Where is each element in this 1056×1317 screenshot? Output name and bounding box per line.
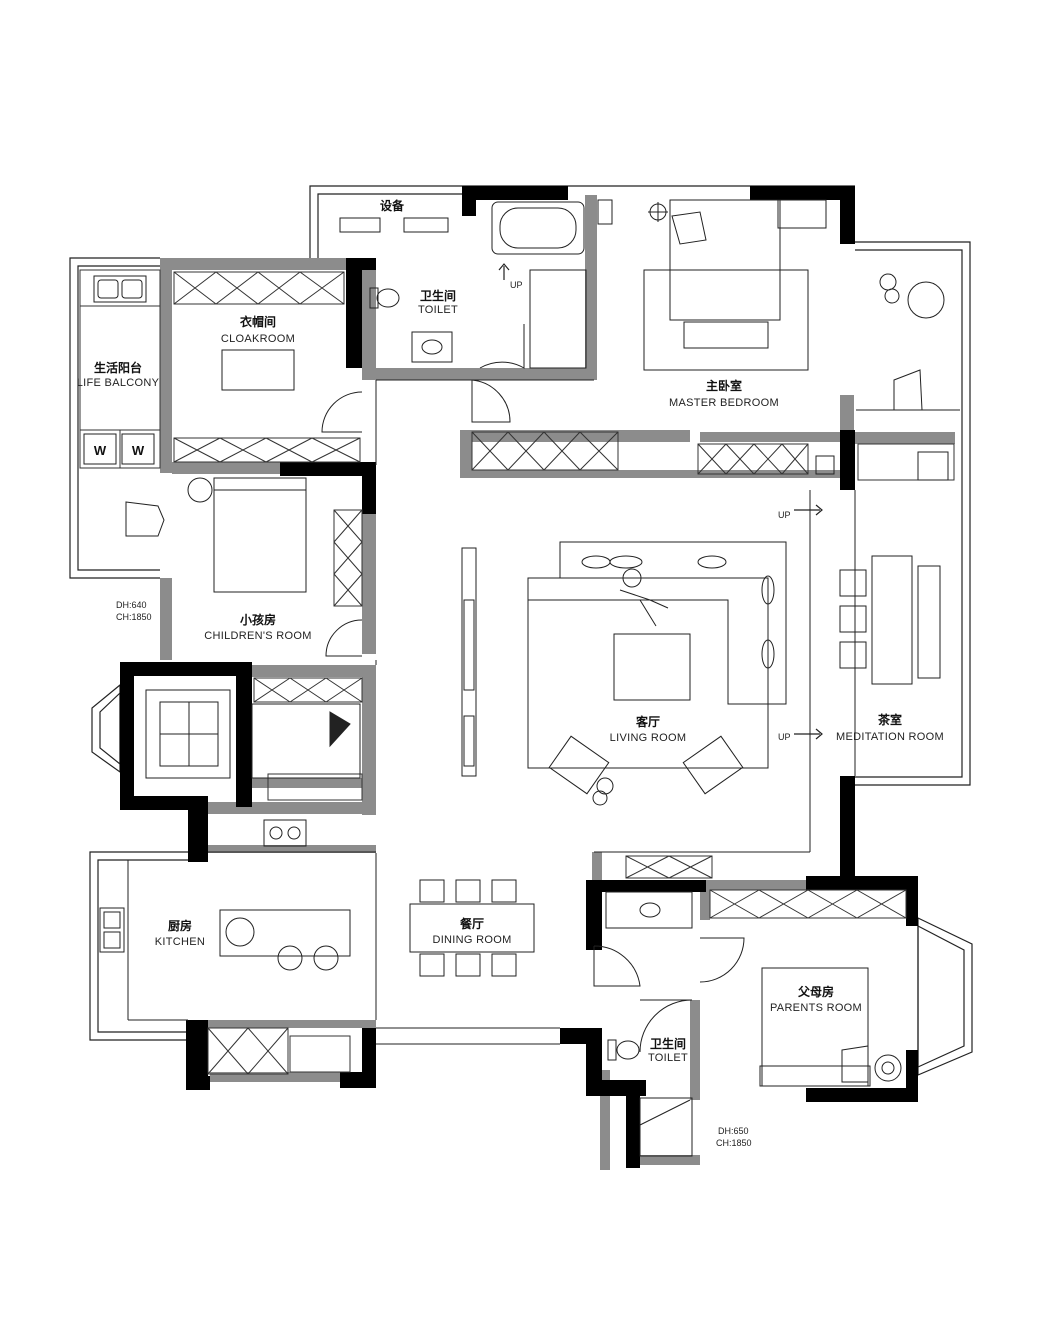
furniture — [125, 199, 960, 1087]
toilet-top-label-cn: 卫生间 — [420, 288, 456, 303]
interior-lines — [127, 379, 856, 1045]
window-left-ch: CH:1850 — [116, 612, 152, 622]
toilet-bottom-label-cn: 卫生间 — [650, 1036, 686, 1051]
meditation-room-label-en: MEDITATION ROOM — [836, 731, 944, 743]
washer-label-1: W — [94, 443, 107, 458]
master-bedroom-label-cn: 主卧室 — [706, 378, 742, 393]
up-label-mid: UP — [778, 510, 791, 520]
stair-arrows — [498, 263, 823, 740]
doors — [321, 324, 745, 1126]
kitchen-label-en: KITCHEN — [155, 936, 205, 948]
washer-label-2: W — [132, 443, 145, 458]
annotations: DH:640 CH:1850 DH:650 CH:1850 UP UP UP W… — [94, 280, 791, 1148]
structural-walls — [120, 186, 918, 1168]
dining-room-label-cn: 餐厅 — [460, 916, 484, 931]
meditation-room-label-cn: 茶室 — [877, 712, 902, 727]
kitchen-label-cn: 厨房 — [168, 918, 192, 933]
room-labels: 设备 卫生间 TOILET 衣帽间 CLOAKROOM 生活阳台 LIFE BA… — [77, 198, 944, 1064]
parents-room-label-en: PARENTS ROOM — [770, 1002, 862, 1014]
toilet-top-label-en: TOILET — [418, 304, 458, 316]
up-label-low: UP — [778, 732, 791, 742]
fixtures — [83, 199, 949, 1157]
equipment-label: 设备 — [380, 198, 405, 213]
children-room-label-en: CHILDREN'S ROOM — [204, 630, 311, 642]
parents-room-label-cn: 父母房 — [797, 984, 834, 999]
children-room-label-cn: 小孩房 — [240, 612, 276, 627]
cloakroom-label-en: CLOAKROOM — [221, 333, 295, 345]
window-right-dh: DH:650 — [718, 1126, 749, 1136]
up-label-top: UP — [510, 280, 523, 290]
cloakroom-label-cn: 衣帽间 — [240, 314, 276, 329]
partition-walls — [160, 195, 955, 1170]
living-room-label-cn: 客厅 — [635, 714, 660, 729]
cabinets — [79, 269, 955, 1075]
life-balcony-label-en: LIFE BALCONY — [77, 377, 160, 389]
life-balcony-label-cn: 生活阳台 — [94, 360, 142, 375]
dining-room-label-en: DINING ROOM — [432, 934, 511, 946]
living-room-label-en: LIVING ROOM — [610, 732, 687, 744]
master-bedroom-label-en: MASTER BEDROOM — [669, 397, 779, 409]
toilet-bottom-label-en: TOILET — [648, 1052, 688, 1064]
window-left-dh: DH:640 — [116, 600, 147, 610]
window-right-ch: CH:1850 — [716, 1138, 752, 1148]
